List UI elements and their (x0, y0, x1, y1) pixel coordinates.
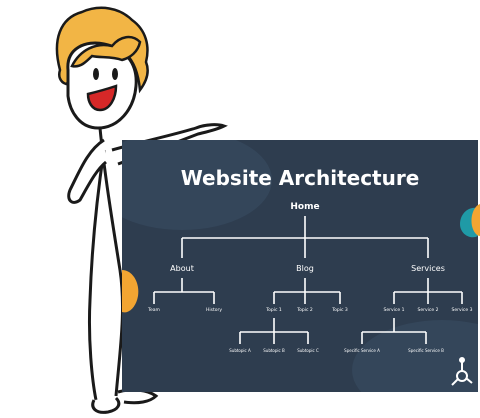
presenter-arm-left (67, 138, 107, 204)
node-blog: Blog (296, 264, 314, 273)
node-services: Services (411, 264, 445, 273)
node-subtopic-a: Subtopic A (229, 348, 251, 353)
node-service-2: Service 2 (417, 308, 439, 313)
node-specific-service-b: Specific Service B (408, 348, 444, 353)
orange-accent-left (122, 270, 139, 313)
presenter-face (66, 41, 138, 130)
presenter-eye-right (112, 68, 118, 80)
node-topic-3: Topic 3 (332, 308, 348, 313)
presenter-mouth (86, 84, 118, 112)
orange-accent-right (471, 204, 480, 236)
node-about: About (170, 264, 194, 273)
tree-connectors (153, 216, 463, 344)
node-service-1: Service 1 (383, 308, 405, 313)
presenter-body (98, 127, 125, 397)
node-history: History (205, 308, 223, 313)
node-topic-2: Topic 2 (297, 308, 313, 313)
presenter-eye-left (93, 68, 99, 80)
node-specific-service-a: Specific Service A (344, 348, 380, 353)
presenter-fringe (70, 35, 142, 68)
board-blob (122, 140, 272, 230)
hubspot-sprocket-icon (451, 357, 473, 386)
node-team: Team (148, 308, 160, 313)
node-subtopic-c: Subtopic C (297, 348, 319, 353)
node-subtopic-b: Subtopic B (263, 348, 285, 353)
diagram-title: Website Architecture (180, 166, 420, 190)
architecture-board: Website Architecture Home About Blog Ser… (122, 140, 478, 392)
node-service-3: Service 3 (451, 308, 473, 313)
node-topic-1: Topic 1 (266, 308, 282, 313)
node-home: Home (290, 202, 320, 212)
presenter-foot (91, 396, 121, 414)
board-decor (122, 140, 478, 392)
